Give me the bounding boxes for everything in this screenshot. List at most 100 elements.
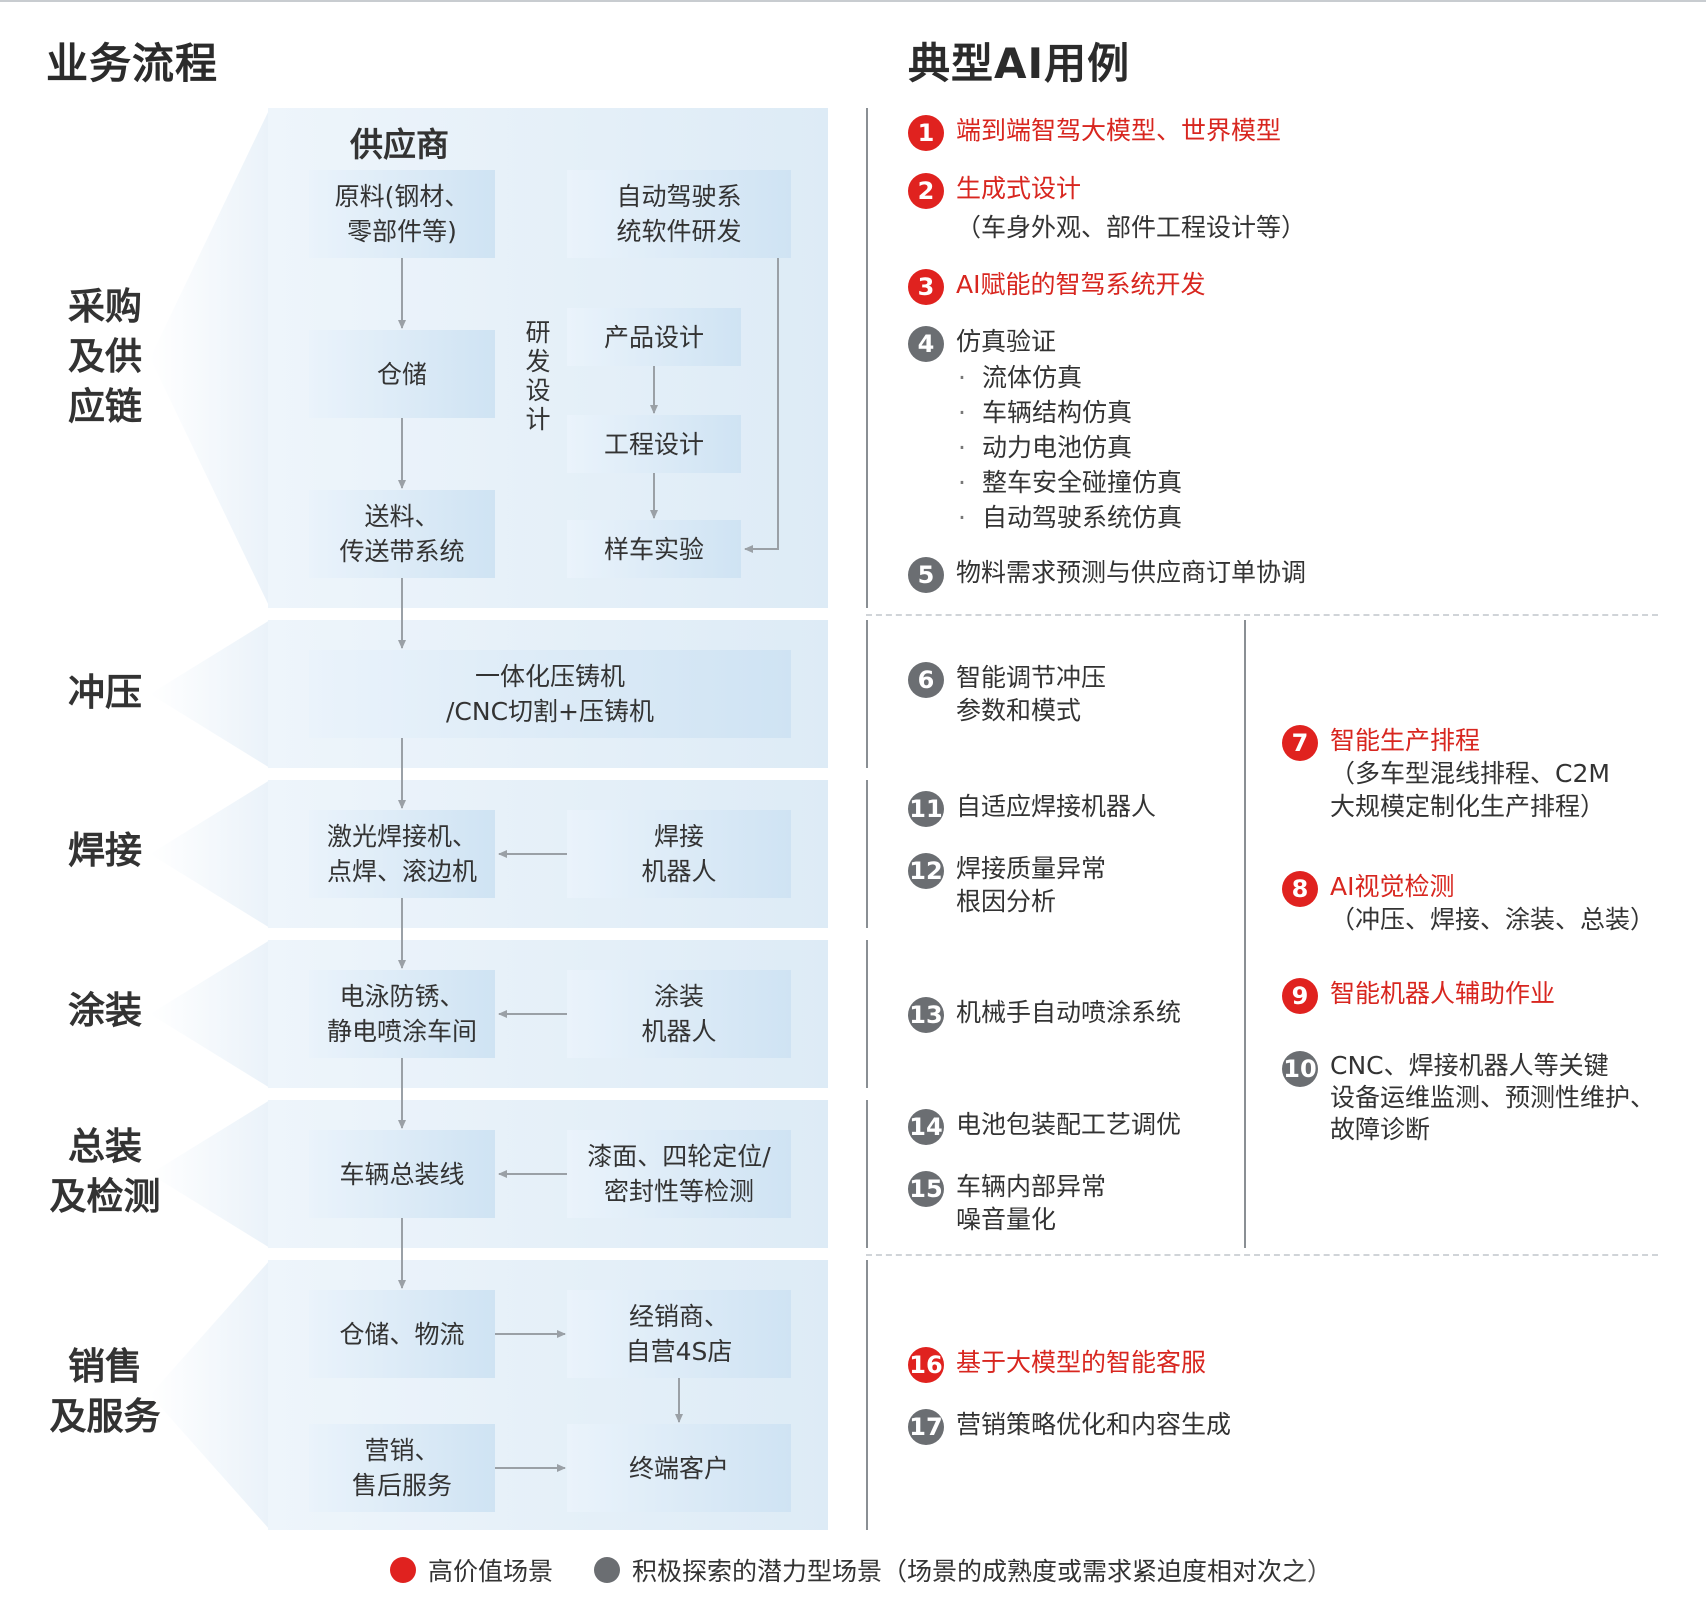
box-adas-software: 自动驾驶系 统软件研发 [567,170,791,258]
use-case-7: 7 智能生产排程 （多车型混线排程、C2M 大规模定制化生产排程） [1282,724,1610,823]
bullet-item: ·流体仿真 [958,363,1083,392]
case-number-badge: 8 [1282,871,1318,907]
case-text: 营销策略优化和内容生成 [956,1410,1232,1439]
box-end-customer: 终端客户 [567,1424,791,1512]
box-raw-materials: 原料(钢材、 零部件等) [309,170,495,258]
bullet-item: ·自动驾驶系统仿真 [958,503,1183,532]
right-header: 典型AI用例 [908,39,1131,88]
box-feeding-conveyor: 送料、 传送带系统 [309,490,495,578]
case-subtext: （车身外观、部件工程设计等） [956,213,1307,242]
divider-painting [866,940,868,1088]
use-case-13: 13 机械手自动喷涂系统 [908,996,1181,1033]
bullet-item: ·车辆结构仿真 [958,398,1133,427]
case-text: 车辆内部异常 噪音量化 [956,1172,1107,1234]
use-case-4: 4 仿真验证 [908,325,1056,362]
divider-assembly [866,1100,868,1248]
stage-label-welding: 焊接 [68,829,142,872]
case-text: CNC、焊接机器人等关键 设备运维监测、预测性维护、 故障诊断 [1330,1051,1656,1144]
top-border [0,0,1706,2]
use-case-9: 9 智能机器人辅助作业 [1282,977,1555,1014]
box-inspection: 漆面、四轮定位/ 密封性等检测 [567,1130,791,1218]
box-product-design: 产品设计 [567,308,741,366]
box-warehouse: 仓储 [309,330,495,418]
case-text: 基于大模型的智能客服 [956,1348,1207,1377]
case-number-badge: 17 [908,1409,944,1445]
bullet-item: ·整车安全碰撞仿真 [958,468,1183,497]
use-case-6: 6 智能调节冲压 参数和模式 [908,661,1106,727]
box-prototype-test: 样车实验 [567,520,741,578]
legend-potential: 积极探索的潜力型场景（场景的成熟度或需求紧迫度相对次之） [594,1552,1332,1588]
watermark-fade [1286,1540,1706,1600]
divider-cross-stage [1244,620,1246,1248]
box-dealer: 经销商、 自营4S店 [567,1290,791,1378]
dashed-separator-top [866,614,1658,616]
legend-potential-label: 积极探索的潜力型场景（场景的成熟度或需求紧迫度相对次之） [632,1557,1333,1586]
case-text: 生成式设计 [956,174,1082,203]
case-number-badge: 10 [1282,1051,1318,1087]
legend-gray-dot [594,1557,620,1583]
legend-high-value: 高价值场景 [390,1552,553,1588]
case-text: 自适应焊接机器人 [956,792,1157,821]
case-number-badge: 11 [908,791,944,827]
case-text: AI视觉检测 [1330,872,1455,901]
use-case-16: 16 基于大模型的智能客服 [908,1346,1206,1383]
case-text: 机械手自动喷涂系统 [956,998,1182,1027]
divider-stamping [866,620,868,768]
use-case-14: 14 电池包装配工艺调优 [908,1108,1181,1145]
case-text: 电池包装配工艺调优 [956,1110,1182,1139]
case-text: 仿真验证 [956,327,1057,356]
box-electrocoat: 电泳防锈、 静电喷涂车间 [309,970,495,1058]
case-number-badge: 15 [908,1171,944,1207]
case-number-badge: 4 [908,326,944,362]
stage-label-stamping: 冲压 [68,671,142,714]
divider-welding [866,780,868,928]
use-case-17: 17 营销策略优化和内容生成 [908,1408,1231,1445]
case-number-badge: 1 [908,115,944,151]
case-number-badge: 13 [908,997,944,1033]
box-logistics: 仓储、物流 [309,1290,495,1378]
box-engineering-design: 工程设计 [567,415,741,473]
box-welding-robot: 焊接 机器人 [567,810,791,898]
case-number-badge: 7 [1282,725,1318,761]
divider-sales [866,1260,868,1530]
use-case-3: 3 AI赋能的智驾系统开发 [908,268,1205,305]
box-die-casting: 一体化压铸机 /CNC切割+压铸机 [309,650,791,738]
case-text: 端到端智驾大模型、世界模型 [956,116,1282,145]
case-number-badge: 3 [908,269,944,305]
use-case-8: 8 AI视觉检测 （冲压、焊接、涂装、总装） [1282,870,1655,936]
rd-vertical-label: 研发设计 [525,318,551,434]
bullet-item: ·动力电池仿真 [958,433,1133,462]
case-number-badge: 16 [908,1347,944,1383]
stage-label-procurement: 采购 及供 应链 [68,285,142,428]
box-assembly-line: 车辆总装线 [309,1130,495,1218]
case-text: 智能生产排程 [1330,726,1481,755]
arrow-software-to-prototype [744,258,779,553]
stage-label-sales: 销售 及服务 [49,1345,161,1438]
stage-label-assembly: 总装 及检测 [49,1125,161,1218]
box-painting-robot: 涂装 机器人 [567,970,791,1058]
case-text: AI赋能的智驾系统开发 [956,270,1206,299]
case-subtext: （多车型混线排程、C2M 大规模定制化生产排程） [1330,759,1610,821]
case-subtext: （冲压、焊接、涂装、总装） [1330,905,1656,934]
use-case-5: 5 物料需求预测与供应商订单协调 [908,556,1306,593]
case-text: 智能调节冲压 参数和模式 [956,663,1107,725]
box-laser-welding: 激光焊接机、 点焊、滚边机 [309,810,495,898]
divider-procurement [866,108,868,608]
use-case-10: 10 CNC、焊接机器人等关键 设备运维监测、预测性维护、 故障诊断 [1282,1050,1655,1146]
case-number-badge: 12 [908,853,944,889]
box-marketing: 营销、 售后服务 [309,1424,495,1512]
case-number-badge: 5 [908,557,944,593]
supplier-title: 供应商 [350,125,449,164]
dashed-separator-bottom [866,1254,1658,1256]
legend-high-label: 高价值场景 [428,1557,554,1586]
case-text: 物料需求预测与供应商订单协调 [956,558,1307,587]
use-case-11: 11 自适应焊接机器人 [908,790,1156,827]
legend-red-dot [390,1557,416,1583]
case-number-badge: 6 [908,662,944,698]
case-text: 智能机器人辅助作业 [1330,979,1556,1008]
case-number-badge: 2 [908,173,944,209]
use-case-2: 2 生成式设计 （车身外观、部件工程设计等） [908,172,1306,244]
case-number-badge: 14 [908,1109,944,1145]
use-case-15: 15 车辆内部异常 噪音量化 [908,1170,1106,1236]
